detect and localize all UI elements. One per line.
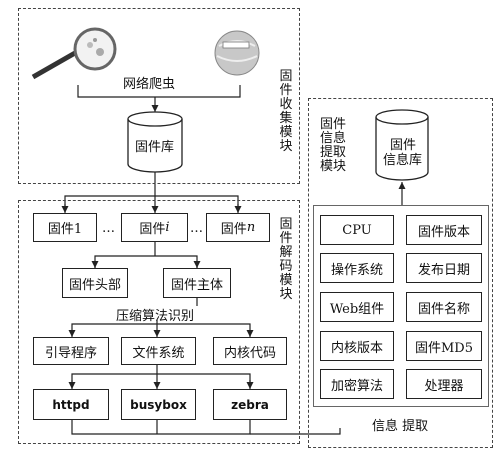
info-item-encryption: 加密算法 (320, 369, 394, 399)
decode-module-frame (18, 200, 300, 444)
extract-module-label: 固件信息提取模块 (319, 117, 346, 174)
info-item-firmware-md5: 固件MD5 (406, 331, 482, 361)
collection-module-frame (18, 8, 300, 184)
collection-module-label: 固件收集模块 (279, 69, 293, 154)
info-item-web-component: Web组件 (320, 292, 394, 322)
bootloader-box: 引导程序 (33, 337, 109, 365)
kernel-code-box: 内核代码 (213, 337, 287, 365)
crawler-label: 网络爬虫 (123, 77, 176, 92)
info-item-release-date: 发布日期 (406, 253, 482, 283)
magnifier-icon (31, 27, 117, 80)
firmware-db-cylinder (127, 111, 183, 173)
httpd-box: httpd (33, 389, 109, 420)
extract-items-frame (313, 205, 489, 407)
info-item-firmware-version: 固件版本 (406, 215, 482, 245)
info-item-kernel-version: 内核版本 (320, 331, 394, 361)
zebra-box: zebra (213, 389, 287, 420)
decode-module-label: 固件解码模块 (279, 217, 293, 302)
firmware-db-label: 固件库 (135, 140, 175, 155)
ellipsis-left: … (102, 221, 115, 236)
globe-icon (214, 30, 260, 76)
extract-module-frame (308, 98, 493, 448)
filesystem-box: 文件系统 (121, 337, 196, 365)
ellipsis-right: … (190, 221, 203, 236)
firmware-1-box: 固件1 (33, 213, 97, 242)
info-db-cylinder (375, 109, 429, 181)
info-db-label-line2: 信息库 (383, 153, 423, 168)
compression-label: 压缩算法识别 (116, 309, 195, 324)
info-item-cpu: CPU (320, 215, 394, 245)
info-extract-label: 信息 提取 (372, 419, 429, 434)
info-item-processor: 处理器 (406, 369, 482, 399)
firmware-header-box: 固件头部 (62, 268, 128, 298)
info-db-label-line1: 固件 (390, 138, 417, 153)
info-item-firmware-name: 固件名称 (406, 292, 482, 322)
busybox-box: busybox (121, 389, 196, 420)
info-item-os: 操作系统 (320, 253, 394, 283)
firmware-body-box: 固件主体 (163, 268, 231, 298)
